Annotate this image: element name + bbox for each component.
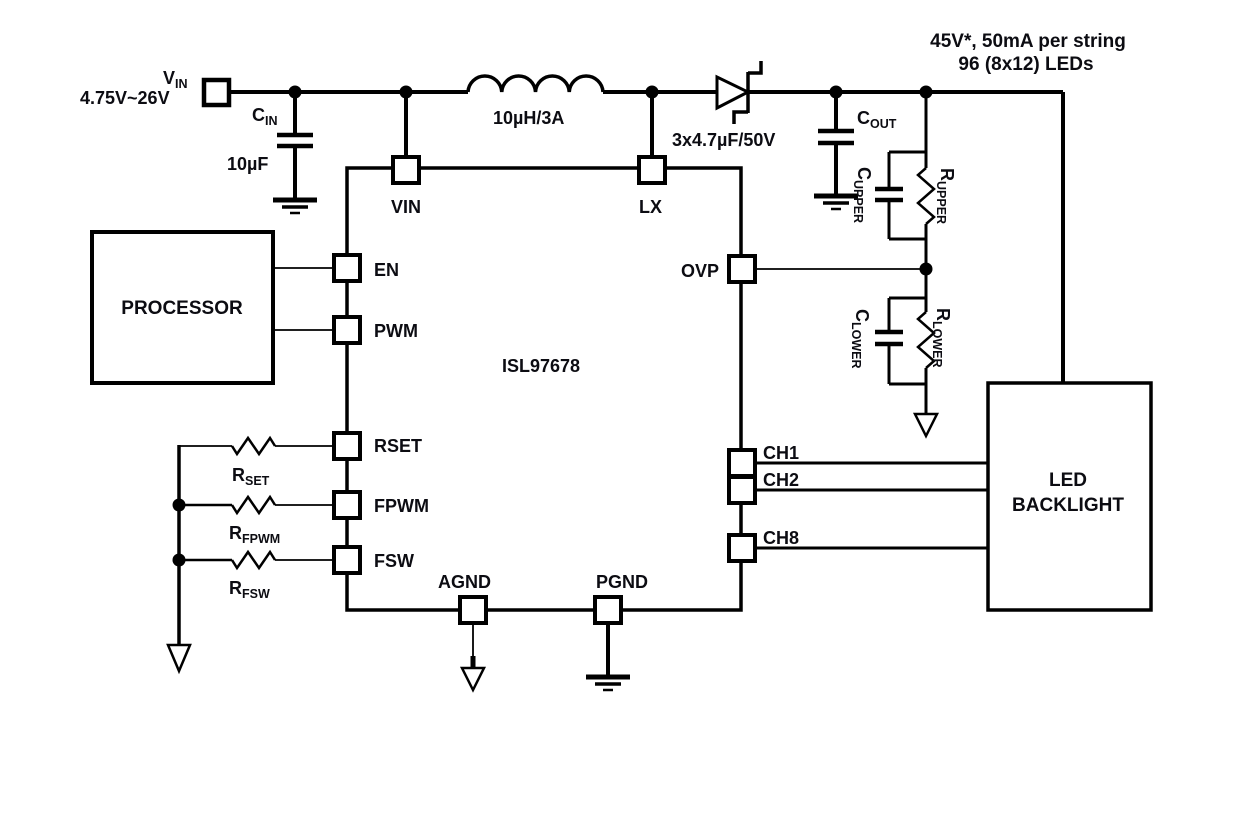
pin-ch2-label: CH2 [763, 470, 799, 490]
diode-cathode-hook [732, 110, 748, 124]
rset-label: RSET [232, 465, 270, 488]
led-backlight-box [986, 381, 1153, 612]
ic-body [345, 166, 743, 612]
diode-cathode-hook [748, 61, 763, 75]
diode-anode-triangle-icon [715, 74, 752, 111]
vin-range-label: 4.75V~26V [80, 88, 170, 108]
pin-ch8 [727, 533, 757, 563]
input-terminal: VIN 4.75V~26V [80, 68, 232, 108]
output-spec-line2: 96 (8x12) LEDs [958, 54, 1093, 75]
pin-agnd [458, 595, 488, 625]
junction-dot [399, 85, 413, 99]
input-capacitor-cin: CIN 10µF [227, 92, 317, 215]
cupper-label: CUPPER [851, 167, 874, 223]
pin-rset-label: RSET [374, 436, 422, 456]
pin-ch1-label: CH1 [763, 443, 799, 463]
output-note: 45V*, 50mA per string 96 (8x12) LEDs [930, 31, 1126, 75]
pin-en [332, 253, 362, 283]
inductor-value-label: 10µH/3A [493, 108, 564, 128]
resistor-zigzag-rfsw [230, 549, 277, 571]
output-spec-line1: 45V*, 50mA per string [930, 31, 1126, 52]
inductor-coil-icon [466, 74, 605, 93]
junction-dot [288, 85, 302, 99]
power-rail [229, 90, 1065, 383]
frequency-set-network: RSET RFPWM RFSW [166, 435, 334, 675]
rfpwm-label: RFPWM [229, 523, 280, 546]
pin-lx [637, 155, 667, 185]
vin-terminal-label: VIN [163, 68, 188, 91]
ic-isl97678: ISL97678 VIN LX EN PWM RSET [332, 155, 799, 693]
analog-ground-triangle-icon [459, 666, 487, 693]
junction-dot [172, 553, 186, 567]
pin-pgnd-label: PGND [596, 572, 648, 592]
pin-en-label: EN [374, 260, 399, 280]
pin-rset [332, 431, 362, 461]
output-caps-value-label: 3x4.7µF/50V [672, 130, 775, 150]
agnd-ground [459, 623, 487, 693]
cin-value-label: 10µF [227, 154, 268, 174]
junction-dot [172, 498, 186, 512]
rlower-label: RLOWER [930, 308, 953, 368]
pin-ovp-label: OVP [681, 261, 719, 281]
pin-pgnd [593, 595, 623, 625]
analog-ground-triangle-icon [912, 412, 940, 439]
pin-fsw [332, 545, 362, 575]
vin-terminal-square [201, 77, 232, 108]
ic-part-number: ISL97678 [502, 356, 580, 376]
pin-pwm-label: PWM [374, 321, 418, 341]
ovp-divider: CUPPER RUPPER CLOWER RLOWER [756, 92, 957, 439]
junction-dot [919, 85, 933, 99]
rfsw-label: RFSW [229, 578, 270, 601]
processor-block: PROCESSOR [90, 230, 334, 385]
resistor-zigzag-rfpwm [230, 494, 277, 516]
pin-agnd-label: AGND [438, 572, 491, 592]
pin-ch8-label: CH8 [763, 528, 799, 548]
pin-vin [391, 155, 421, 185]
pin-fpwm-label: FPWM [374, 496, 429, 516]
junction-dot [919, 262, 933, 276]
cout-label: COUT [857, 108, 897, 131]
junction-dot [645, 85, 659, 99]
pin-fsw-label: FSW [374, 551, 414, 571]
pin-ch2 [727, 475, 757, 505]
pin-pwm [332, 315, 362, 345]
cin-label: CIN [252, 105, 278, 128]
clower-label: CLOWER [849, 309, 872, 369]
rupper-label: RUPPER [934, 168, 957, 224]
pin-fpwm [332, 490, 362, 520]
led-backlight-label-line1: LED [1049, 470, 1087, 491]
led-backlight-label-line2: BACKLIGHT [1012, 495, 1124, 516]
pgnd-ground [586, 623, 630, 692]
resistor-zigzag-rlower [916, 311, 936, 369]
processor-box [90, 230, 275, 385]
pin-ovp [727, 254, 757, 284]
analog-ground-triangle-icon [166, 643, 192, 675]
schottky-diode: 3x4.7µF/50V [672, 61, 775, 150]
pin-ch1 [727, 448, 757, 478]
resistor-zigzag-rupper [916, 167, 936, 225]
junction-dots [172, 85, 933, 567]
junction-dot [829, 85, 843, 99]
inductor: 10µH/3A [466, 74, 605, 128]
processor-label: PROCESSOR [121, 298, 243, 319]
led-backlight-block: LED BACKLIGHT [755, 381, 1153, 612]
resistor-zigzag-rset [230, 435, 277, 457]
pin-vin-label: VIN [391, 197, 421, 217]
pin-lx-label: LX [639, 197, 662, 217]
